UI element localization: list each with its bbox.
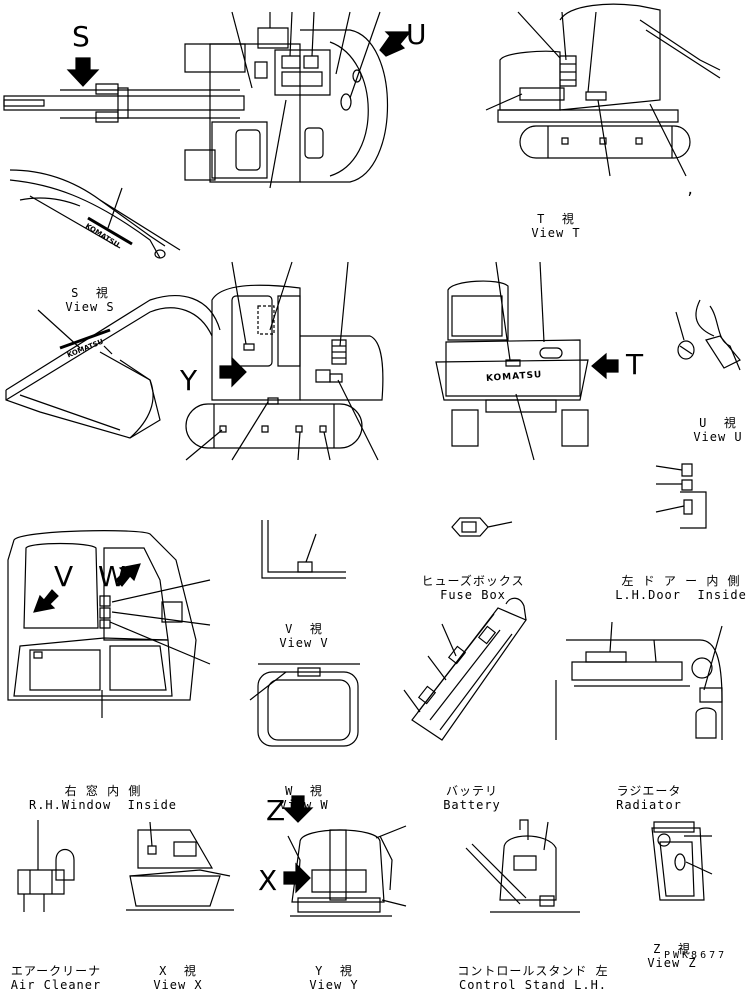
fuse-box-detail [452,518,512,536]
top-view-machine [4,12,410,188]
rear-view-machine [436,262,618,460]
view-z-detail [652,822,712,900]
view-w-detail [250,664,360,746]
radiator-detail [556,622,722,740]
view-letter-s: S [72,20,90,53]
decal-location-diagram [0,0,747,964]
view-letter-z: Z [266,794,286,827]
rh-window-detail [8,531,210,718]
stray-mark: , [686,182,695,198]
view-letter-v: V [54,560,74,593]
view-s-boom [10,170,180,258]
battery-detail [404,598,526,740]
view-y-detail [284,796,406,916]
drawing-code: PWK8677 [664,950,728,961]
control-stand-detail [466,820,580,912]
view-u-detail [676,300,740,370]
air-cleaner-detail [18,820,74,912]
view-x-detail [126,822,234,910]
view-letter-y: Y [180,364,198,397]
view-letter-w: W [98,560,126,593]
view-letter-x: X [258,864,278,897]
view-v-detail [262,520,346,578]
side-view-machine [6,262,383,460]
view-letter-u: U [406,18,427,51]
lh-door-detail [656,464,706,528]
view-t-machine [486,4,720,176]
view-letter-t: T [626,348,644,381]
